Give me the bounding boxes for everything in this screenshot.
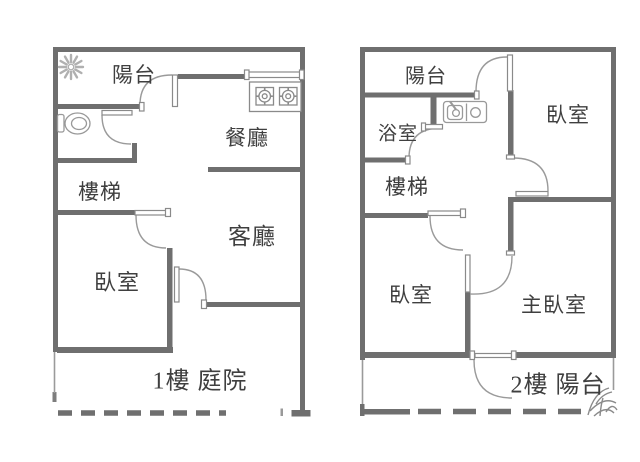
room-label-balcony-2f: 陽台 bbox=[405, 65, 447, 88]
right-plan-doors bbox=[404, 54, 549, 399]
plant-icon bbox=[587, 387, 618, 417]
room-label-master-bedroom: 主臥室 bbox=[521, 293, 587, 317]
caption-floor-2: 2樓 陽台 bbox=[510, 372, 606, 399]
room-label-living: 客廳 bbox=[228, 224, 276, 249]
right-plan-thin-lines bbox=[361, 358, 615, 404]
exhaust-fan-icon bbox=[57, 53, 85, 81]
room-label-dining: 餐廳 bbox=[225, 126, 269, 150]
room-label-stairs-2f: 樓梯 bbox=[385, 175, 429, 199]
caption-floor-1: 1樓 庭院 bbox=[152, 368, 248, 395]
room-label-bedroom-1f: 臥室 bbox=[93, 270, 141, 295]
window-icon bbox=[243, 69, 305, 81]
room-label-balcony-1f: 陽台 bbox=[112, 63, 156, 87]
room-label-bathroom: 浴室 bbox=[377, 123, 419, 145]
stove-icon bbox=[248, 81, 302, 113]
toilet-icon bbox=[56, 112, 91, 135]
sink-icon bbox=[442, 100, 488, 124]
room-label-bedroom-lower: 臥室 bbox=[389, 283, 433, 307]
left-plan-doors bbox=[101, 74, 208, 310]
room-label-bedroom-upper: 臥室 bbox=[546, 103, 590, 127]
room-label-stairs-1f: 樓梯 bbox=[78, 180, 122, 204]
right-plan-walls bbox=[360, 47, 616, 416]
left-plan-walls bbox=[52, 47, 311, 417]
